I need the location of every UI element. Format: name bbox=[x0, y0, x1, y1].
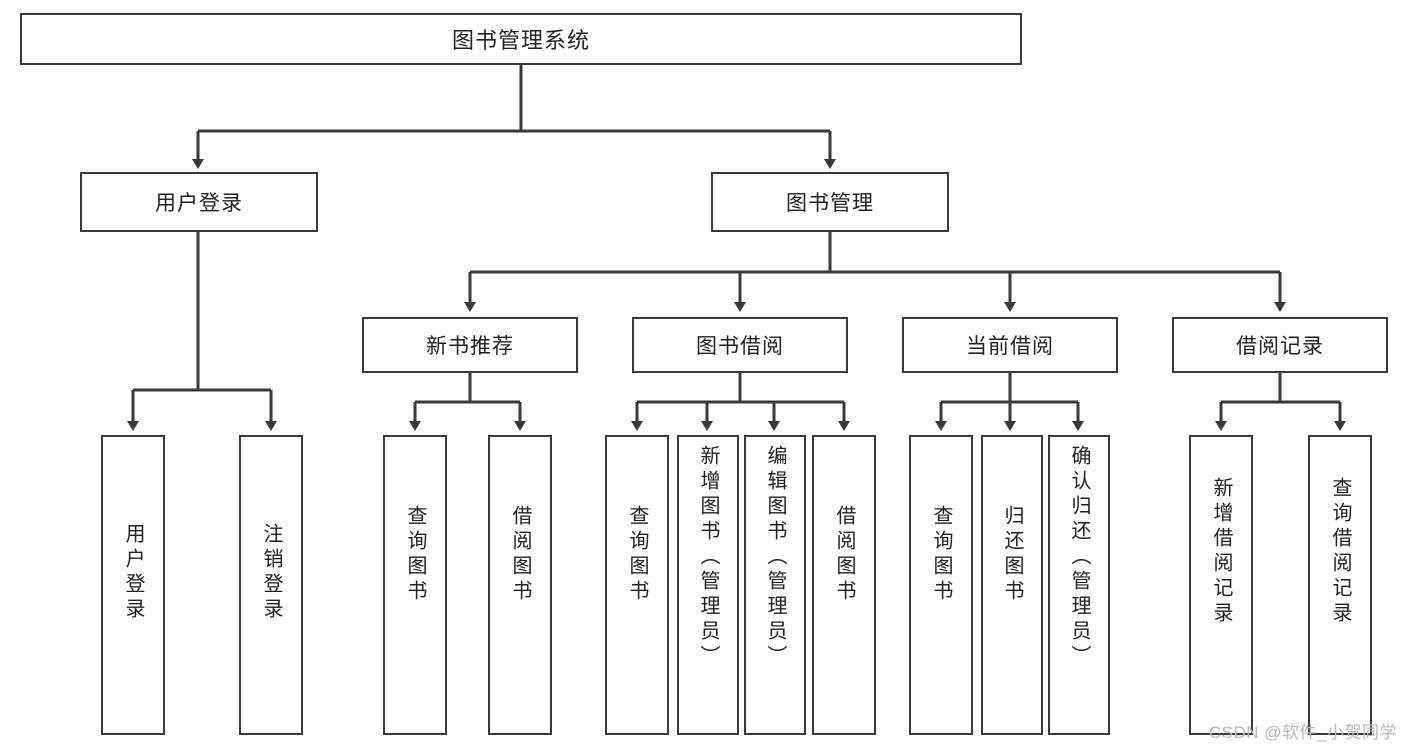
node-label: 查询图书 bbox=[930, 505, 952, 605]
leaf-current-confirm-return-admin[interactable]: 确认归还（管理员） bbox=[1048, 435, 1110, 735]
leaf-borrow-borrow-book[interactable]: 借阅图书 bbox=[812, 435, 876, 735]
node-label: 图书管理系统 bbox=[451, 28, 590, 53]
csdn-watermark: CSDN @软件_小贺同学 bbox=[1208, 723, 1397, 742]
node-label: 查询图书 bbox=[626, 505, 648, 605]
node-label: 确认归还（管理员） bbox=[1068, 445, 1090, 670]
leaf-record-add-borrow-record[interactable]: 新增借阅记录 bbox=[1189, 435, 1253, 735]
node-label: 借阅图书 bbox=[509, 505, 531, 605]
node-label: 图书借阅 bbox=[696, 335, 784, 358]
node-borrow-record[interactable]: 借阅记录 bbox=[1172, 317, 1388, 373]
node-current-borrow[interactable]: 当前借阅 bbox=[902, 317, 1118, 373]
node-label: 图书管理 bbox=[786, 192, 874, 215]
node-user-login[interactable]: 用户登录 bbox=[80, 172, 318, 232]
node-label: 注销登录 bbox=[260, 523, 282, 623]
node-label: 查询借阅记录 bbox=[1329, 477, 1351, 627]
node-label: 编辑图书（管理员） bbox=[764, 445, 786, 670]
leaf-user-logout[interactable]: 注销登录 bbox=[239, 435, 303, 735]
node-root-system[interactable]: 图书管理系统 bbox=[20, 13, 1022, 65]
node-new-book-recommend[interactable]: 新书推荐 bbox=[362, 317, 578, 373]
leaf-recommend-query-book[interactable]: 查询图书 bbox=[383, 435, 447, 735]
node-label: 当前借阅 bbox=[966, 335, 1054, 358]
node-label: 查询图书 bbox=[404, 505, 426, 605]
leaf-current-query-book[interactable]: 查询图书 bbox=[909, 435, 973, 735]
node-label: 用户登录 bbox=[155, 192, 243, 215]
leaf-user-login[interactable]: 用户登录 bbox=[101, 435, 165, 735]
node-label: 新增借阅记录 bbox=[1210, 477, 1232, 627]
leaf-borrow-add-book-admin[interactable]: 新增图书（管理员） bbox=[677, 435, 739, 735]
leaf-borrow-edit-book-admin[interactable]: 编辑图书（管理员） bbox=[744, 435, 806, 735]
node-label: 新书推荐 bbox=[426, 335, 514, 358]
leaf-recommend-borrow-book[interactable]: 借阅图书 bbox=[488, 435, 552, 735]
node-label: 借阅图书 bbox=[833, 505, 855, 605]
node-label: 归还图书 bbox=[1001, 505, 1023, 605]
leaf-current-return-book[interactable]: 归还图书 bbox=[981, 435, 1043, 735]
node-book-borrow[interactable]: 图书借阅 bbox=[632, 317, 848, 373]
node-label: 借阅记录 bbox=[1236, 335, 1324, 358]
leaf-borrow-query-book[interactable]: 查询图书 bbox=[605, 435, 669, 735]
node-label: 新增图书（管理员） bbox=[697, 445, 719, 670]
node-label: 用户登录 bbox=[122, 523, 144, 623]
leaf-record-query-borrow-record[interactable]: 查询借阅记录 bbox=[1308, 435, 1372, 735]
node-book-management[interactable]: 图书管理 bbox=[711, 172, 949, 232]
